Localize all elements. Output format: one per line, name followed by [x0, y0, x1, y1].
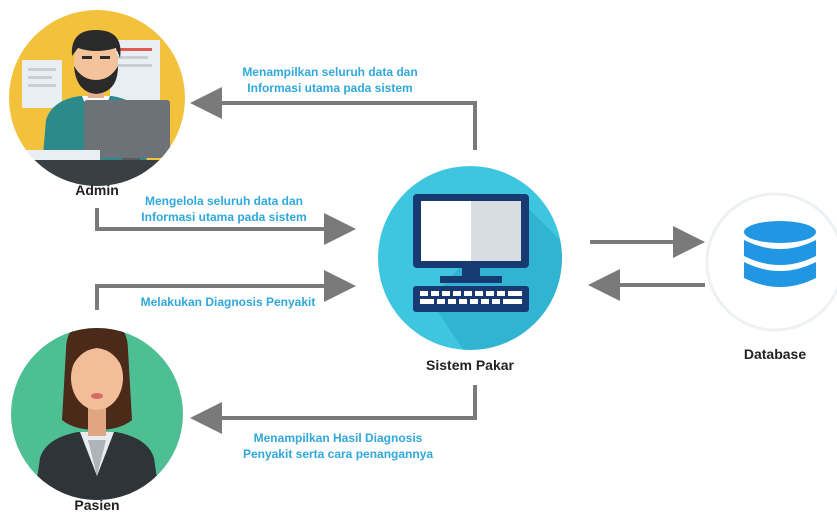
database-icon: [744, 221, 816, 287]
sistem-pakar-node: [378, 166, 562, 350]
label-line: Mengelola seluruh data dan: [144, 194, 304, 208]
pasien-avatar-icon: [34, 328, 160, 500]
arrow-sistem-to-pasien: [190, 385, 477, 434]
label-line: Melakukan Diagnosis Penyakit: [140, 295, 316, 309]
pasien-label: Pasien: [74, 497, 120, 513]
computer-icon: [413, 194, 529, 312]
label-line: Menampilkan Hasil Diagnosis: [253, 431, 423, 445]
sistem-pakar-label: Sistem Pakar: [426, 357, 514, 373]
pasien-node: [11, 328, 183, 500]
admin-node: [9, 10, 185, 186]
admin-label: Admin: [75, 182, 119, 198]
label-sistem-to-pasien: Menampilkan Hasil Diagnosis Penyakit ser…: [226, 430, 450, 462]
arrow-sistem-to-admin: [190, 87, 477, 150]
arrow-admin-to-sistem: [95, 208, 356, 245]
label-admin-to-sistem: Mengelola seluruh data dan Informasi uta…: [126, 193, 322, 225]
label-line: Menampilkan seluruh data dan: [242, 65, 418, 79]
label-line: Informasi utama pada sistem: [141, 210, 307, 224]
label-line: Informasi utama pada sistem: [247, 81, 413, 95]
label-sistem-to-admin: Menampilkan seluruh data dan Informasi u…: [230, 64, 430, 96]
arrows: [95, 87, 705, 434]
arrow-pasien-to-sistem: [95, 270, 356, 310]
database-node: [705, 192, 837, 332]
label-pasien-to-sistem: Melakukan Diagnosis Penyakit: [128, 294, 328, 310]
database-label: Database: [743, 346, 807, 362]
label-line: Penyakit serta cara penangannya: [242, 447, 434, 461]
